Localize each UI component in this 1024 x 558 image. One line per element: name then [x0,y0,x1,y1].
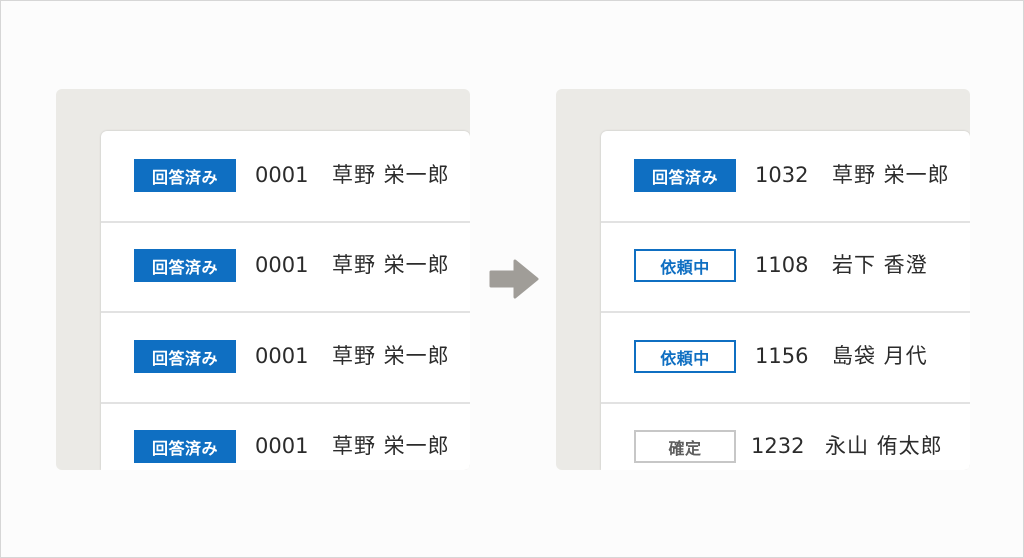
record-code: 1032 [755,163,809,187]
person-name: 岩下 香澄 [832,253,928,277]
list-item[interactable]: 回答済み 1032 草野 栄一郎 [601,131,970,223]
person-name: 草野 栄一郎 [332,344,450,368]
person-name: 草野 栄一郎 [332,253,450,277]
list-item[interactable]: 回答済み 0001 草野 栄一郎 [101,221,470,313]
person-name: 草野 栄一郎 [332,163,450,187]
status-badge: 回答済み [634,159,736,192]
status-badge: 回答済み [134,159,236,192]
record-code: 1108 [755,253,809,277]
list-item[interactable]: 回答済み 0001 草野 栄一郎 [101,312,470,404]
person-name: 草野 栄一郎 [332,434,450,458]
person-name: 永山 侑太郎 [825,434,943,458]
record-code: 0001 [255,253,309,277]
status-badge: 依頼中 [634,249,736,282]
record-code: 0001 [255,434,309,458]
status-badge: 依頼中 [634,340,736,373]
record-code: 1232 [751,434,805,458]
person-name: 島袋 月代 [832,344,928,368]
list-item[interactable]: 確定 1232 永山 侑太郎 [601,402,970,470]
status-badge: 回答済み [134,340,236,373]
record-code: 0001 [255,344,309,368]
list-item[interactable]: 回答済み 0001 草野 栄一郎 [101,402,470,470]
status-badge: 回答済み [134,430,236,463]
list-item[interactable]: 回答済み 0001 草野 栄一郎 [101,131,470,223]
status-badge: 確定 [634,430,736,463]
record-code: 1156 [755,344,809,368]
after-list-panel: 回答済み 1032 草野 栄一郎 依頼中 1108 岩下 香澄 依頼中 1156… [556,89,970,470]
before-list-panel: 回答済み 0001 草野 栄一郎 回答済み 0001 草野 栄一郎 回答済み 0… [56,89,470,470]
list-item[interactable]: 依頼中 1108 岩下 香澄 [601,221,970,313]
list-item[interactable]: 依頼中 1156 島袋 月代 [601,312,970,404]
person-name: 草野 栄一郎 [832,163,950,187]
arrow-right-icon [489,259,539,299]
record-code: 0001 [255,163,309,187]
before-list-card: 回答済み 0001 草野 栄一郎 回答済み 0001 草野 栄一郎 回答済み 0… [101,131,470,470]
status-badge: 回答済み [134,249,236,282]
after-list-card: 回答済み 1032 草野 栄一郎 依頼中 1108 岩下 香澄 依頼中 1156… [601,131,970,470]
